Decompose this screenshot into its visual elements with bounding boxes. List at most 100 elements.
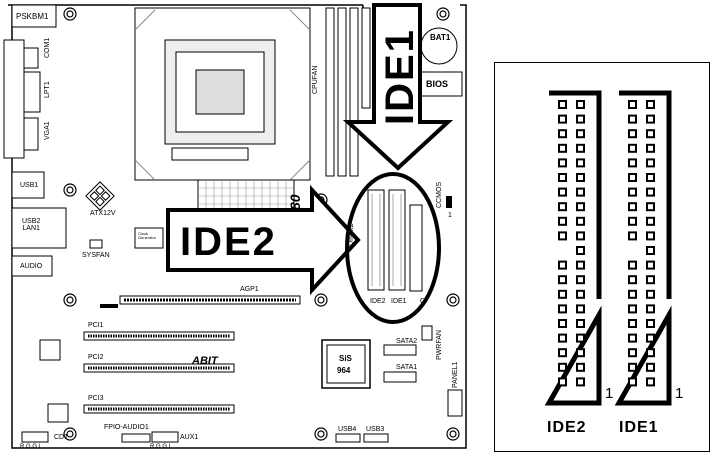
ide1-pin [628, 100, 637, 109]
cd1-label: CD1 [54, 434, 69, 441]
ide2-pin [558, 129, 567, 139]
ide2-pin [558, 158, 567, 168]
ide1-pin [646, 129, 655, 139]
ide1-pin [646, 377, 655, 387]
usb4-label: USB4 [338, 426, 357, 433]
ide-highlight-ellipse [345, 172, 441, 324]
ide1-pin [646, 275, 655, 285]
motherboard-diagram: PSKBM1 COM1 LPT1 VGA1 USB1 USB2 LAN1 AUD… [3, 3, 467, 450]
ide2-pin [576, 129, 585, 139]
ide1-pin [646, 216, 655, 226]
ide2-pin [558, 187, 567, 197]
ide2-pin1-label: 1 [605, 385, 614, 402]
ide2-pin [558, 173, 567, 182]
usb1-label: USB1 [20, 182, 39, 189]
ide1-pin [628, 260, 637, 270]
sata1-label: SATA1 [396, 364, 418, 371]
ide1-pin [628, 129, 637, 139]
lpt1-label: LPT1 [44, 81, 51, 98]
ide1-zoom-label: IDE1 [619, 419, 659, 436]
sis-label: SiS [339, 354, 352, 363]
ccmos-pin1-label: 1 [448, 212, 452, 219]
ide2-pin [576, 319, 585, 328]
ide1-pin [628, 319, 637, 328]
ide2-pin [576, 348, 585, 358]
ide1-pin [646, 187, 655, 197]
ide1-pin [646, 114, 655, 124]
ide2-zoom-label: IDE2 [547, 419, 587, 436]
usb3-label: USB3 [366, 426, 385, 433]
ide2-pin [558, 333, 567, 343]
ide1-pin [646, 143, 655, 153]
bios-label: BIOS [426, 79, 449, 89]
ide1-small-label: IDE1 [391, 298, 407, 305]
com1-label: COM1 [44, 37, 51, 58]
ide2-pin [558, 260, 567, 270]
ide1-callout-label: IDE1 [378, 28, 422, 125]
sysfan-label: SYSFAN [82, 252, 110, 259]
ide2-pin [558, 114, 567, 124]
ide1-pin [646, 333, 655, 343]
ide2-pin [558, 289, 567, 299]
ide1-pin [646, 304, 655, 314]
ide2-pin [576, 377, 585, 387]
ide1-pin [646, 289, 655, 299]
ide2-pin [576, 260, 585, 270]
ide1-pin [646, 319, 655, 328]
vga1-label: VGA1 [44, 121, 51, 140]
ide2-pin [576, 362, 585, 372]
ide2-pin [576, 231, 585, 241]
atx12v-label: ATX12V [90, 210, 116, 217]
ide2-pin [576, 173, 585, 182]
ide1-pin [628, 202, 637, 212]
ide1-callout-arrow [342, 3, 454, 171]
ide1-pin [628, 231, 637, 241]
ide2-callout-label: IDE2 [180, 220, 277, 264]
ide1-pin [628, 158, 637, 168]
ide2-pin [576, 100, 585, 109]
pskbm1-label: PSKBM1 [16, 12, 49, 21]
cpufan-label: CPUFAN [312, 65, 319, 94]
dimm2-label: DIMM2 [348, 223, 355, 246]
ide2-pin [558, 377, 567, 387]
ide1-pin [646, 348, 655, 358]
ide2-pin [576, 114, 585, 124]
sis-model-label: 964 [337, 366, 351, 375]
ide2-pin [576, 275, 585, 285]
ide2-pin [558, 304, 567, 314]
ide1-pin [628, 187, 637, 197]
clock-generator-label: Clock Generator [138, 231, 157, 240]
ide2-small-label: IDE2 [370, 298, 386, 305]
ide1-pin [628, 362, 637, 372]
ide2-pin [576, 187, 585, 197]
ide-zoom-panel: 1 1 IDE2 IDE1 [494, 62, 710, 452]
fpio-audio1-label: FPIO-AUDIO1 [104, 424, 149, 431]
bat1-label: BAT1 [430, 33, 451, 42]
usb2-lan1-label: USB2 LAN1 [22, 218, 41, 232]
aux1-label: AUX1 [180, 434, 199, 441]
ide2-pin [576, 158, 585, 168]
ide1-pin [628, 304, 637, 314]
pwrfan-label: PWRFAN [436, 330, 443, 360]
ide1-pin [628, 289, 637, 299]
motherboard-outline [3, 3, 467, 449]
ccmos-label: CCMOS [436, 181, 443, 208]
ide2-pin [558, 231, 567, 241]
ide2-pin [558, 216, 567, 226]
ide2-pin [576, 202, 585, 212]
ide1-pin [628, 216, 637, 226]
ide2-pin [558, 202, 567, 212]
panel1-label: PANEL1 [452, 361, 459, 388]
ide1-pin [646, 362, 655, 372]
ide1-pin [628, 173, 637, 182]
pci1-label: PCI1 [88, 322, 104, 329]
ide1-pin [646, 100, 655, 109]
ide2-pin [576, 304, 585, 314]
ide2-pin [558, 100, 567, 109]
ide1-pin [646, 173, 655, 182]
ide1-pin [646, 202, 655, 212]
ide-zoom-drawing [544, 90, 672, 406]
ide2-pin [576, 143, 585, 153]
ide1-pin [628, 348, 637, 358]
ide2-callout-arrow [166, 184, 361, 296]
